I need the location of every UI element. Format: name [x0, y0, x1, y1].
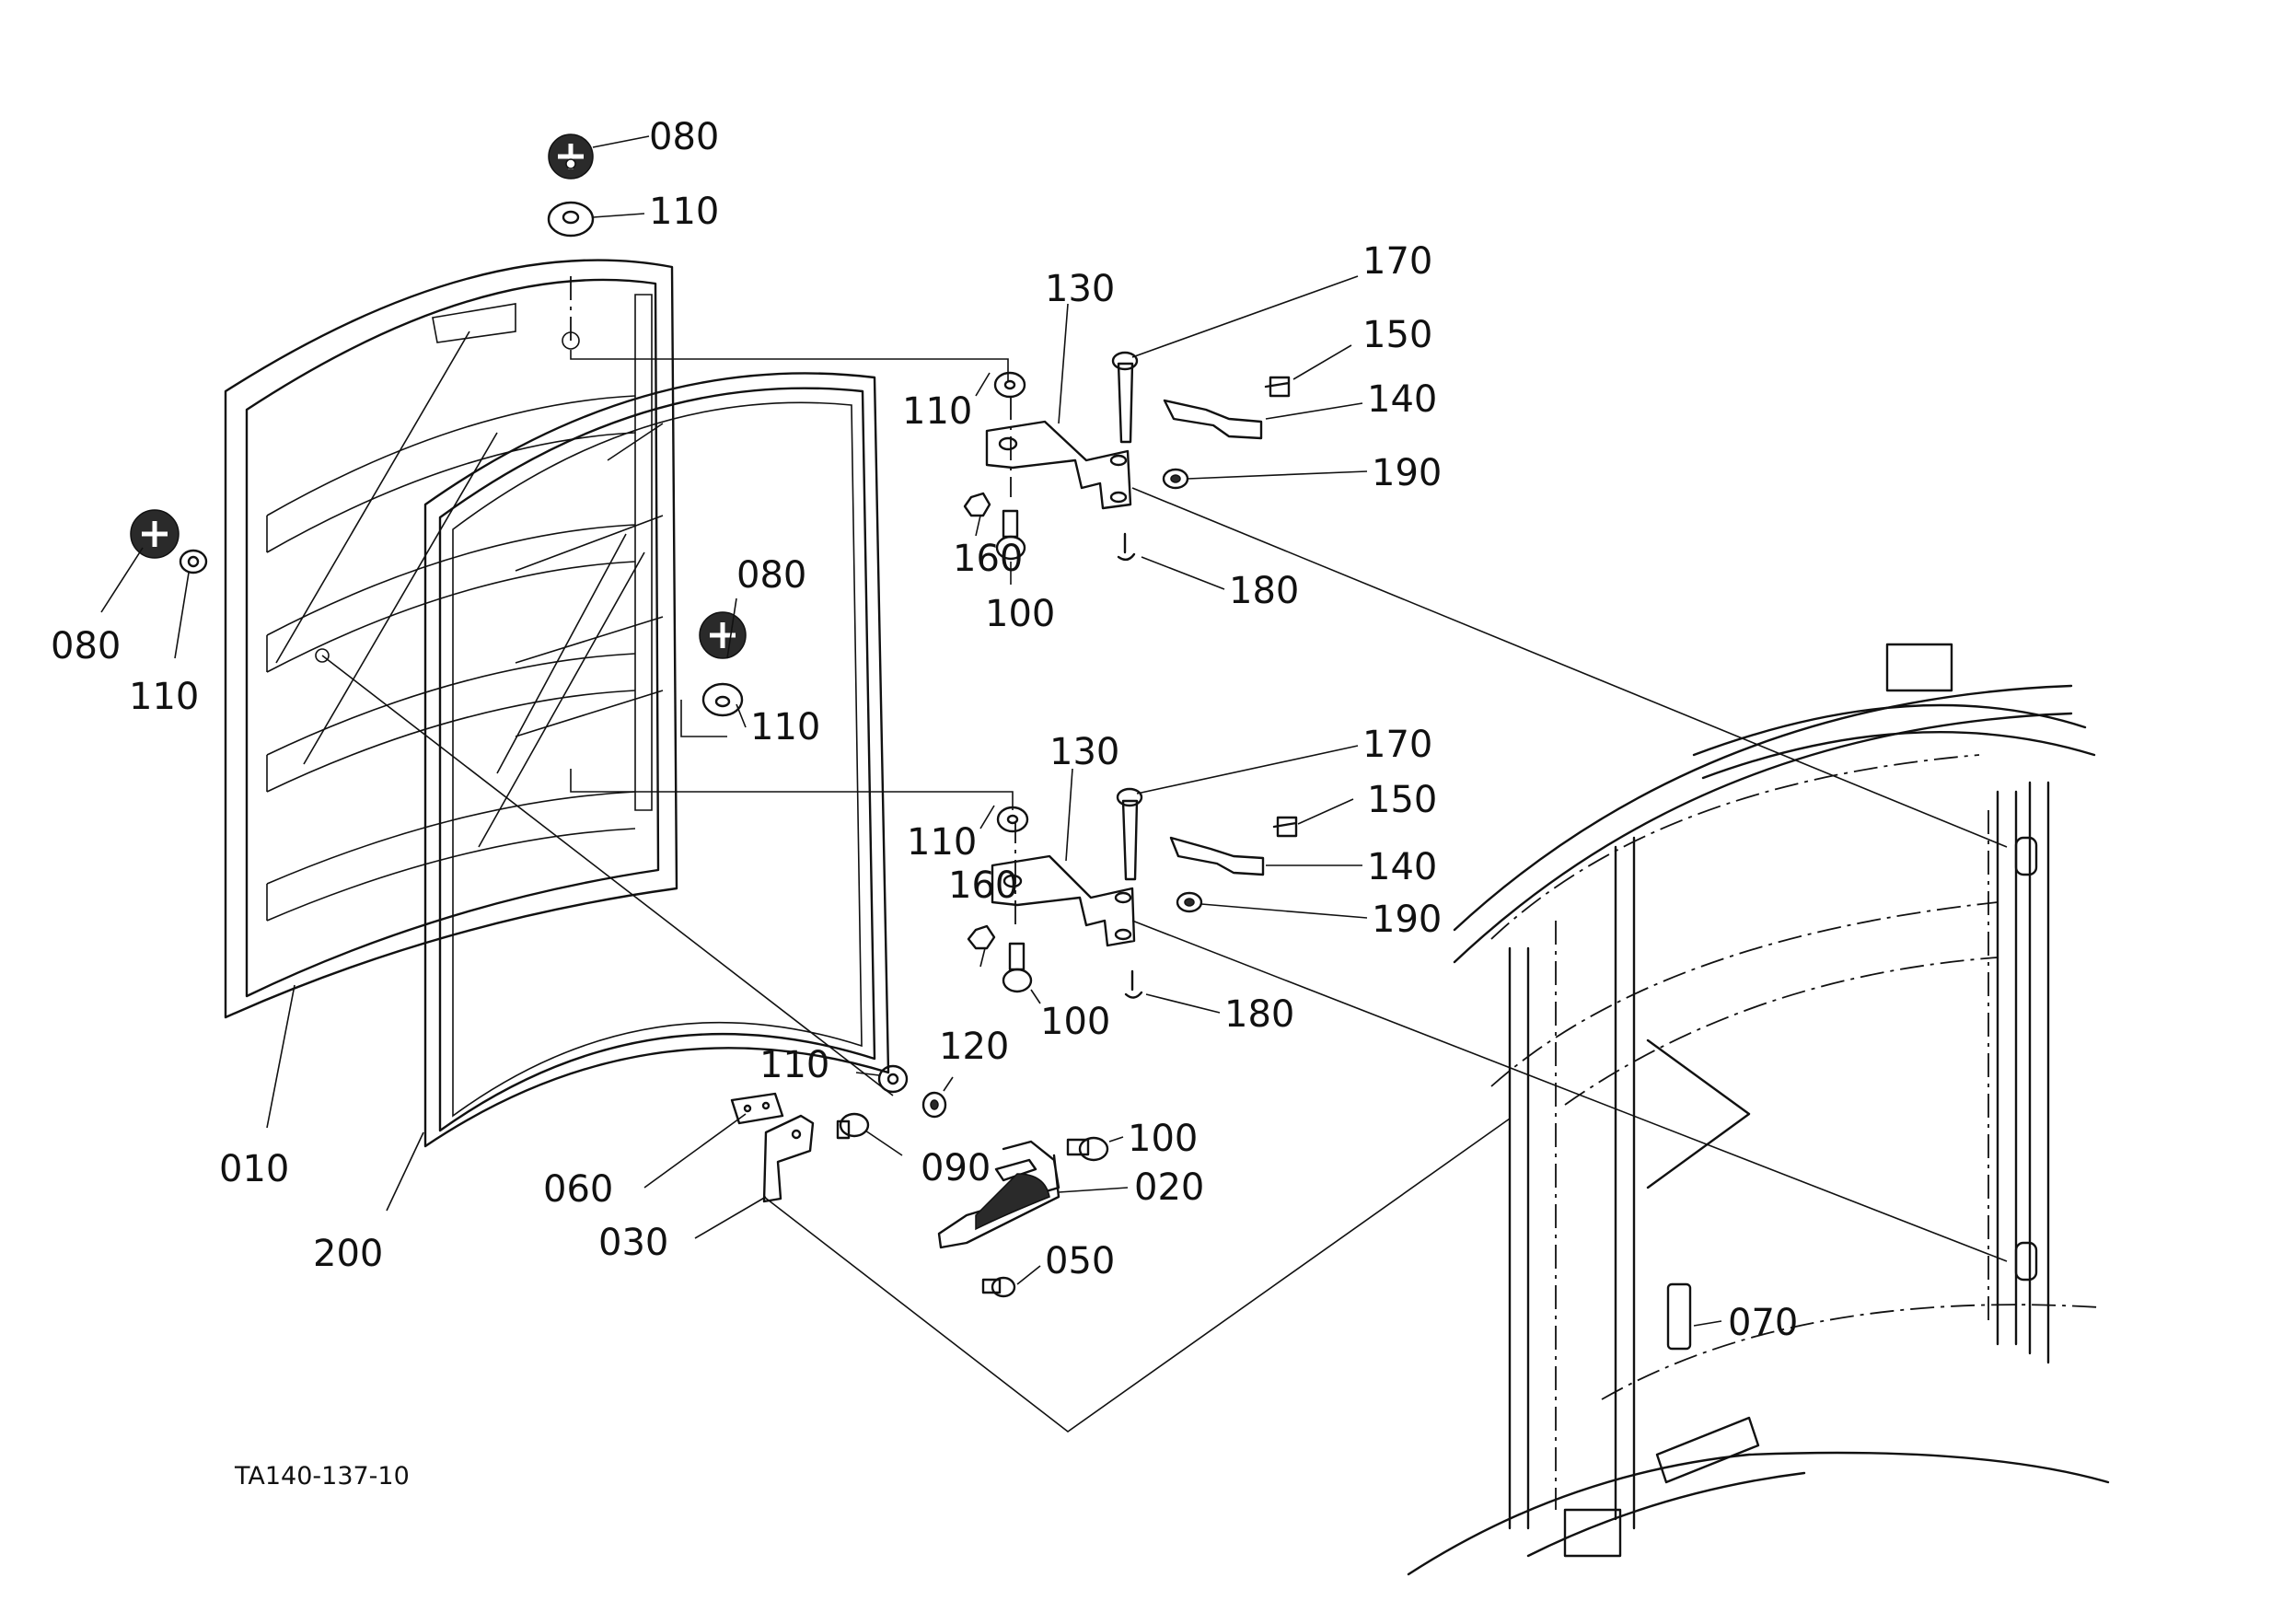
grommet-080-mid [699, 611, 747, 659]
label-070: 070 [1728, 1302, 1798, 1344]
cab-frame [1407, 643, 2110, 1576]
label-010: 010 [219, 1148, 289, 1190]
label-110-hinge-bottom: 110 [907, 821, 977, 864]
label-150-top: 150 [1362, 314, 1432, 356]
label-100-top: 100 [985, 593, 1055, 635]
label-080-top: 080 [649, 116, 719, 158]
hinge-assembly-upper [963, 351, 1291, 562]
grommets [130, 133, 947, 1119]
label-060: 060 [543, 1168, 613, 1211]
label-110-left: 110 [129, 676, 199, 718]
door-panel-outer [224, 259, 678, 1019]
label-190-top: 190 [1372, 452, 1442, 494]
label-140-bottom: 140 [1367, 846, 1437, 888]
washer-110-top [547, 201, 595, 238]
label-170-bottom: 170 [1362, 724, 1432, 766]
leader-lines [321, 276, 2008, 1433]
glass-panel [423, 372, 890, 1148]
label-100-bottom: 100 [1040, 1001, 1110, 1043]
washer-110-left [179, 549, 208, 574]
label-190-bottom: 190 [1372, 899, 1442, 941]
label-100-latch: 100 [1128, 1118, 1198, 1160]
label-170-top: 170 [1362, 240, 1432, 283]
label-080-left: 080 [51, 625, 121, 667]
washer-110-mid [701, 682, 744, 717]
label-020: 020 [1134, 1166, 1204, 1209]
label-130-top: 130 [1045, 268, 1115, 310]
label-200: 200 [313, 1233, 383, 1275]
label-030: 030 [598, 1222, 668, 1264]
label-110-latch: 110 [759, 1044, 829, 1086]
label-140-top: 140 [1367, 378, 1437, 421]
label-110-top: 110 [649, 191, 719, 233]
label-160-bottom: 160 [948, 864, 1018, 907]
grommet-080-top [548, 133, 594, 180]
label-160-top: 160 [953, 538, 1023, 580]
label-110-mid: 110 [750, 706, 820, 748]
label-180-bottom: 180 [1224, 993, 1294, 1036]
label-120: 120 [939, 1026, 1009, 1068]
label-180-top: 180 [1229, 570, 1299, 612]
grommet-080-left [130, 509, 180, 559]
label-050: 050 [1045, 1240, 1115, 1282]
callout-labels: 080 110 080 110 080 110 010 200 110 130 … [51, 116, 1798, 1491]
hinge-assembly-lower [967, 787, 1298, 999]
label-150-bottom: 150 [1367, 779, 1437, 821]
label-110-hinge-top: 110 [902, 390, 972, 433]
latch-parts [730, 1092, 1109, 1298]
drawing-reference: TA140-137-10 [234, 1462, 410, 1491]
label-080-mid: 080 [736, 554, 806, 597]
label-090: 090 [921, 1147, 991, 1189]
label-130-bottom: 130 [1049, 731, 1119, 773]
